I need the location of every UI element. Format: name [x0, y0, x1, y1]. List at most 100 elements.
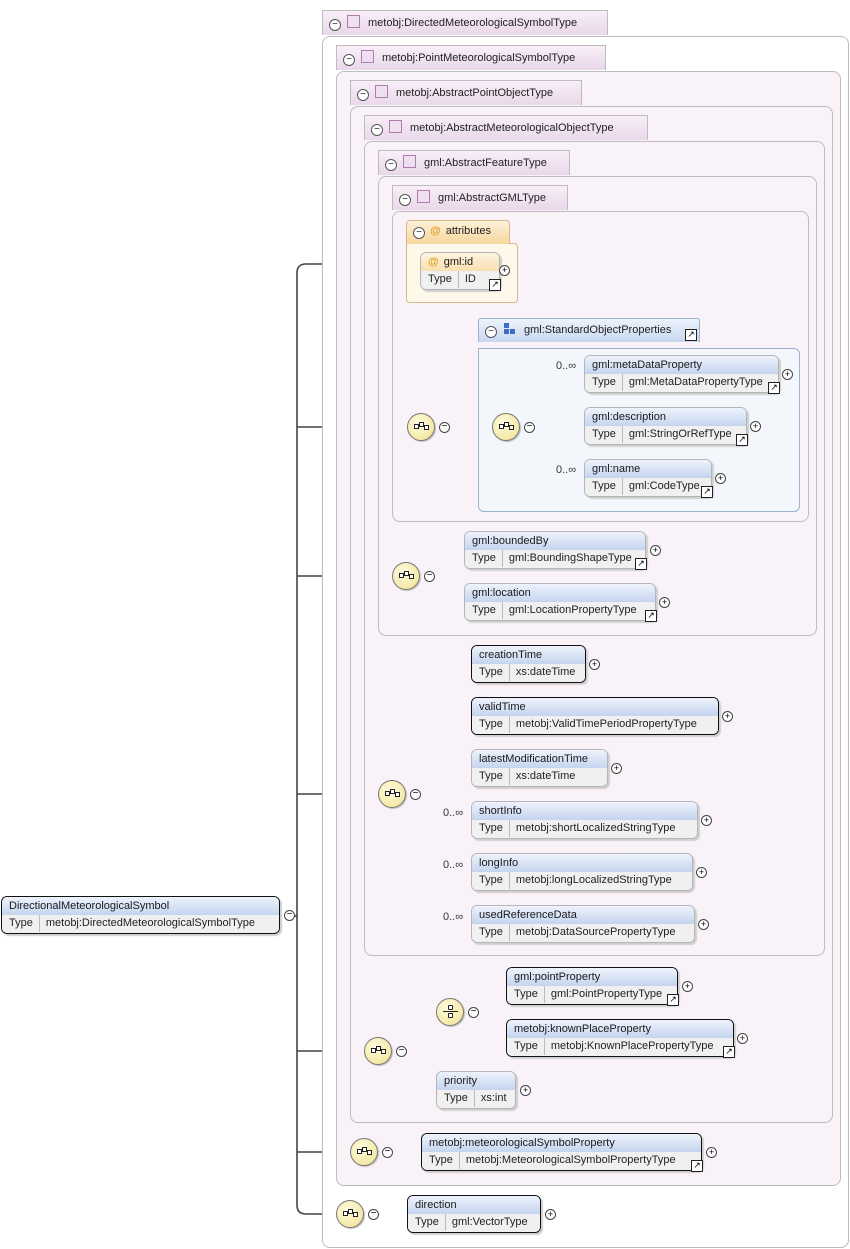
type-label: Type [428, 271, 459, 288]
expand-icon[interactable]: + [706, 1147, 717, 1158]
sequence-icon[interactable] [350, 1138, 378, 1166]
link-icon[interactable]: ↗ [667, 994, 679, 1006]
sequence-icon[interactable] [378, 780, 406, 808]
expand-icon[interactable]: + [715, 473, 726, 484]
element-name: latestModificationTime [472, 750, 607, 768]
collapse-icon[interactable]: − [371, 124, 383, 136]
type-label: Type [9, 915, 40, 932]
type-value: metobj:KnownPlacePropertyType [550, 1040, 714, 1052]
type-value: gml:VectorType [451, 1216, 528, 1228]
collapse-icon[interactable]: − [368, 1209, 379, 1220]
collapse-icon[interactable]: − [399, 194, 411, 206]
expand-icon[interactable]: + [682, 981, 693, 992]
expand-icon[interactable]: + [545, 1209, 556, 1220]
link-icon[interactable]: ↗ [723, 1046, 735, 1058]
collapse-icon[interactable]: − [357, 89, 369, 101]
link-icon[interactable]: ↗ [685, 329, 697, 341]
expand-icon[interactable]: + [650, 545, 661, 556]
element-name: gml:pointProperty [507, 968, 677, 986]
collapse-icon[interactable]: − [396, 1046, 407, 1057]
type-header-abstract-gml[interactable]: −gml:AbstractGMLType [392, 185, 568, 210]
collapse-icon[interactable]: − [343, 54, 355, 66]
sequence-icon[interactable] [364, 1037, 392, 1065]
expand-icon[interactable]: + [722, 711, 733, 722]
link-icon[interactable]: ↗ [635, 558, 647, 570]
sequence-icon[interactable] [492, 413, 520, 441]
collapse-icon[interactable]: − [424, 571, 435, 582]
cardinality: 0..∞ [556, 464, 577, 476]
type-header-abstract-point[interactable]: − metobj:AbstractPointObjectType [350, 80, 582, 105]
collapse-icon[interactable]: − [524, 422, 535, 433]
collapse-icon[interactable]: − [485, 326, 497, 338]
link-icon[interactable]: ↗ [489, 279, 501, 291]
expand-icon[interactable]: + [499, 265, 510, 276]
link-icon[interactable]: ↗ [736, 434, 748, 446]
collapse-icon[interactable]: − [284, 910, 295, 921]
expand-icon[interactable]: + [750, 421, 761, 432]
expand-icon[interactable]: + [782, 369, 793, 380]
element-meteorological-symbol-property[interactable]: metobj:meteorologicalSymbolProperty Type… [421, 1133, 703, 1172]
element-name: metobj:meteorologicalSymbolProperty [422, 1134, 701, 1152]
collapse-icon[interactable]: − [468, 1007, 479, 1018]
expand-icon[interactable]: + [698, 919, 709, 930]
link-icon[interactable]: ↗ [701, 486, 713, 498]
element-name: gml:description [585, 408, 746, 426]
type-header-abstract-meteo[interactable]: −metobj:AbstractMeteorologicalObjectType [364, 115, 648, 140]
type-header-point-meteo[interactable]: −metobj:PointMeteorologicalSymbolType [336, 45, 606, 70]
expand-icon[interactable]: + [737, 1033, 748, 1044]
expand-icon[interactable]: + [701, 815, 712, 826]
link-icon[interactable]: ↗ [768, 382, 780, 394]
collapse-icon[interactable]: − [382, 1147, 393, 1158]
attribute-icon: @ [428, 256, 439, 268]
cardinality: 0..∞ [443, 807, 464, 819]
element-name: priority [437, 1072, 515, 1090]
choice-icon[interactable] [436, 998, 464, 1026]
complex-type-icon [389, 120, 402, 133]
group-header[interactable]: −gml:StandardObjectProperties ↗ [478, 318, 700, 342]
collapse-icon[interactable]: − [329, 19, 341, 31]
expand-icon[interactable]: + [520, 1085, 531, 1096]
type-value: metobj:DataSourcePropertyType [515, 926, 676, 938]
type-label: Type [415, 1214, 446, 1231]
cardinality: 0..∞ [556, 360, 577, 372]
sequence-icon[interactable] [392, 562, 420, 590]
link-icon[interactable]: ↗ [691, 1160, 703, 1172]
collapse-icon[interactable]: − [413, 227, 425, 239]
expand-icon[interactable]: + [589, 659, 600, 670]
sequence-icon[interactable] [407, 413, 435, 441]
cardinality: 0..∞ [443, 859, 464, 871]
type-label: Type [514, 986, 545, 1003]
collapse-icon[interactable]: − [385, 159, 397, 171]
sequence-icon[interactable] [336, 1200, 364, 1228]
type-value: metobj:DirectedMeteorologicalSymbolType [45, 917, 255, 929]
expand-icon[interactable]: + [659, 597, 670, 608]
collapse-icon[interactable]: − [439, 422, 450, 433]
type-header-directed[interactable]: −metobj:DirectedMeteorologicalSymbolType [322, 10, 608, 35]
attributes-header[interactable]: −@attributes [406, 220, 510, 244]
expand-icon[interactable]: + [611, 763, 622, 774]
expand-icon[interactable]: + [696, 867, 707, 878]
collapse-icon[interactable]: − [410, 789, 421, 800]
type-header-abstract-feature[interactable]: −gml:AbstractFeatureType [378, 150, 570, 175]
type-label: Type [479, 820, 510, 837]
complex-type-icon [403, 155, 416, 168]
type-name: metobj:AbstractPointObjectType [396, 87, 554, 99]
link-icon[interactable]: ↗ [645, 610, 657, 622]
